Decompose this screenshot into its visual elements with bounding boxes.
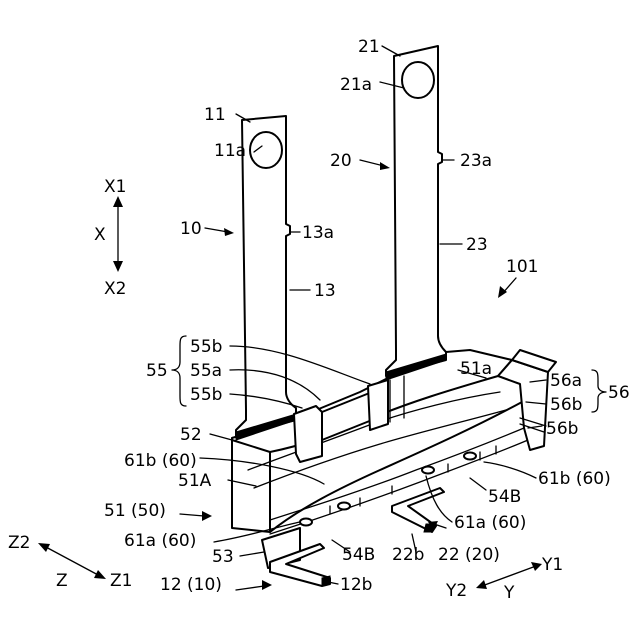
label-61a-60-right: 61a (60) [454, 513, 526, 533]
label-56b-top: 56b [550, 395, 582, 415]
label-56: 56 [608, 383, 630, 403]
brace-55 [172, 336, 186, 406]
terminal-10-leg-tip [322, 576, 330, 586]
label-12-10: 12 (10) [160, 575, 222, 595]
label-23a: 23a [460, 151, 492, 171]
label-55b-top: 55b [190, 337, 222, 357]
label-11: 11 [204, 105, 226, 125]
axis-x [113, 196, 123, 272]
label-21: 21 [358, 37, 380, 57]
label-52: 52 [180, 425, 202, 445]
label-20: 20 [330, 151, 352, 171]
label-Z: Z [56, 571, 68, 591]
label-12b: 12b [340, 575, 372, 595]
label-23: 23 [466, 235, 488, 255]
label-21a: 21a [340, 75, 372, 95]
label-51A: 51A [178, 471, 212, 491]
label-56b-bottom: 56b [546, 419, 578, 439]
label-Y1: Y1 [541, 555, 563, 575]
eyelet-21a [402, 62, 434, 98]
label-Z2: Z2 [8, 533, 30, 553]
label-X: X [94, 225, 106, 245]
label-10: 10 [180, 219, 202, 239]
label-X1: X1 [104, 177, 126, 197]
label-Y2: Y2 [445, 581, 467, 601]
label-61b-60-left: 61b (60) [124, 451, 197, 471]
label-54B-right: 54B [488, 487, 521, 507]
label-53: 53 [212, 547, 234, 567]
label-X2: X2 [104, 279, 126, 299]
label-55a: 55a [190, 361, 222, 381]
label-51a: 51a [460, 359, 492, 379]
label-11a: 11a [214, 141, 246, 161]
hole-61a-2 [338, 503, 350, 510]
hole-61b-1 [422, 467, 434, 474]
label-13a: 13a [302, 223, 334, 243]
label-101: 101 [506, 257, 538, 277]
axis-z [38, 543, 106, 579]
label-55: 55 [146, 361, 168, 381]
riser-55a-left [294, 406, 322, 462]
label-Y: Y [503, 583, 515, 603]
riser-55a-right [368, 380, 388, 430]
label-51-50: 51 (50) [104, 501, 166, 521]
label-56a: 56a [550, 371, 582, 391]
label-22-20: 22 (20) [438, 545, 500, 565]
label-13: 13 [314, 281, 336, 301]
label-54B-left: 54B [342, 545, 375, 565]
label-61a-60-left: 61a (60) [124, 531, 196, 551]
hole-61a-1 [300, 519, 312, 526]
eyelet-11a [250, 132, 282, 168]
label-Z1: Z1 [110, 571, 132, 591]
label-55b-bottom: 55b [190, 385, 222, 405]
brace-56 [592, 370, 606, 412]
label-61b-60-right: 61b (60) [538, 469, 611, 489]
hole-61b-2 [464, 453, 476, 460]
label-22b: 22b [392, 545, 424, 565]
